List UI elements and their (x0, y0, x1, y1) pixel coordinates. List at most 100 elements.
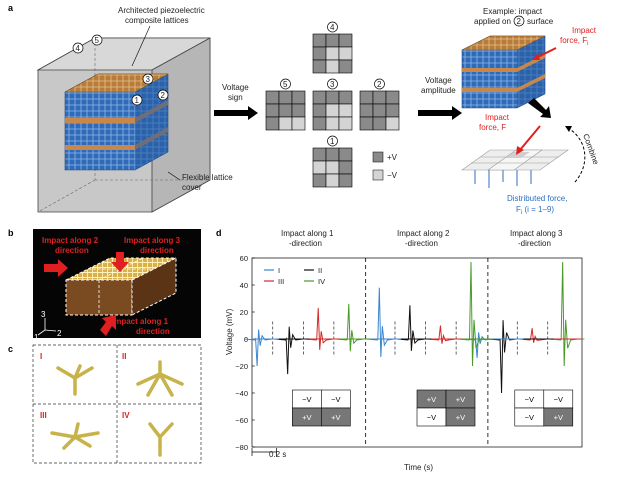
sign-grid-4: 2 (359, 78, 400, 131)
lattice-label-line1: Architected piezoelectric (118, 6, 205, 15)
series-II-spike (274, 326, 303, 375)
series-II-spike (488, 320, 517, 394)
surface-5-marker: 5 (95, 36, 100, 45)
impact2-line1: Impact along 2 (42, 236, 99, 245)
sign-cell (325, 46, 340, 61)
sign-table-cell (543, 407, 574, 427)
sign-grid-2: 5 (265, 78, 306, 131)
panel-d-label: d (216, 228, 222, 238)
sign-cell (265, 116, 280, 131)
sign-table-value: −V (554, 395, 563, 404)
grid-number-circle (374, 78, 385, 90)
sign-cell (312, 33, 327, 48)
sign-cell (338, 173, 353, 188)
sign-grid-3: 3 (312, 78, 353, 131)
plot-frame (251, 257, 583, 448)
sign-cell (359, 103, 374, 118)
panel-c-label: c (8, 344, 13, 354)
sign-cell (385, 103, 400, 118)
grid-number: 4 (330, 23, 335, 32)
svg-text:force, Fi: force, Fi (560, 36, 588, 47)
series-IV-spike (335, 303, 364, 352)
sign-cell (325, 90, 340, 105)
sign-cell (325, 116, 340, 131)
sign-cell (338, 147, 353, 162)
impact-fi-line2: force, F (560, 36, 587, 45)
series-II-spike (396, 305, 425, 351)
impact1-line1: Impact along 1 (112, 317, 169, 326)
sign-cell (278, 103, 293, 118)
series-IV-spike (549, 262, 578, 366)
sign-cell (325, 173, 340, 188)
axis-1-label: 1 (34, 333, 39, 342)
sign-table-value: +V (427, 395, 436, 404)
sign-cell (338, 33, 353, 48)
grid-number-circle (327, 21, 338, 33)
legend-plus-swatch (372, 151, 384, 163)
section1-title-line1: Impact along 1 (281, 229, 334, 238)
example-circle: 2 (517, 17, 522, 26)
sign-table-value: +V (456, 395, 465, 404)
y-tick-label: 60 (240, 254, 248, 263)
cell-II-label: II (122, 352, 126, 361)
axis-2-label: 2 (57, 329, 62, 338)
y-tick-label: −80 (235, 443, 248, 452)
legend-III-label: III (278, 277, 284, 286)
series-III-spike (427, 325, 456, 344)
section1-title-line2: -direction (289, 239, 322, 248)
sign-table-value: −V (331, 395, 340, 404)
sign-cell (385, 90, 400, 105)
sign-cell (265, 90, 280, 105)
sign-cell (385, 116, 400, 131)
voltage-amp-arrow (418, 106, 462, 120)
impact1-arrow (100, 315, 116, 336)
cover-label-line2: cover (182, 183, 202, 192)
sign-table-cell (321, 407, 351, 427)
example-line1: Example: impact (483, 7, 543, 16)
impact-f-arrow (519, 125, 541, 151)
sign-table-value: +V (554, 413, 563, 422)
y-tick-label: 20 (240, 308, 248, 317)
section3-title-line1: Impact along 3 (510, 229, 563, 238)
sign-cell (372, 103, 387, 118)
distributed-sub: i (521, 210, 522, 216)
sign-table-value: +V (331, 413, 340, 422)
surface-1-marker: 1 (135, 96, 140, 105)
sign-cell (359, 90, 374, 105)
sign-table-2: +V+V−V+V (416, 389, 476, 427)
sign-cell (291, 90, 306, 105)
section2-title-line2: -direction (405, 239, 438, 248)
series-I-spike (366, 287, 395, 357)
distributed-tail: (i = 1–9) (522, 205, 554, 214)
sign-cell (338, 116, 353, 131)
series-III-spike (519, 328, 548, 343)
panel-a-label: a (8, 3, 14, 13)
legend-IV-label: IV (318, 277, 325, 286)
y-tick-label: 40 (240, 281, 248, 290)
impact3-line2: direction (140, 246, 174, 255)
unit-cell-struts (50, 360, 184, 457)
lattice-label-line2: composite lattices (125, 16, 189, 25)
sign-grid-5: 1 (312, 135, 353, 188)
sign-table-value: −V (525, 413, 534, 422)
cell-III-label: III (40, 411, 47, 420)
y-axis-title: Voltage (mV) (225, 308, 234, 355)
surface-markers: 4 5 3 1 2 (72, 34, 169, 106)
surface-4-marker: 4 (76, 44, 81, 53)
sign-cell (338, 59, 353, 74)
surface-2-marker: 2 (161, 91, 166, 100)
axis-3-label: 3 (41, 310, 46, 319)
impact2-arrow (44, 259, 68, 277)
surface-3-marker: 3 (146, 75, 151, 84)
combine-arrow (567, 127, 586, 183)
distributed-line1: Distributed force, (507, 194, 567, 203)
sign-table-value: −V (525, 395, 534, 404)
sign-table-1: −V−V+V+V (292, 389, 351, 427)
grid-number: 1 (330, 137, 335, 146)
impact3-arrow (111, 252, 129, 272)
impact3-line1: Impact along 3 (124, 236, 181, 245)
impact-f-line1: Impact (485, 113, 510, 122)
sign-cell (312, 90, 327, 105)
series-III-spike (305, 307, 334, 350)
